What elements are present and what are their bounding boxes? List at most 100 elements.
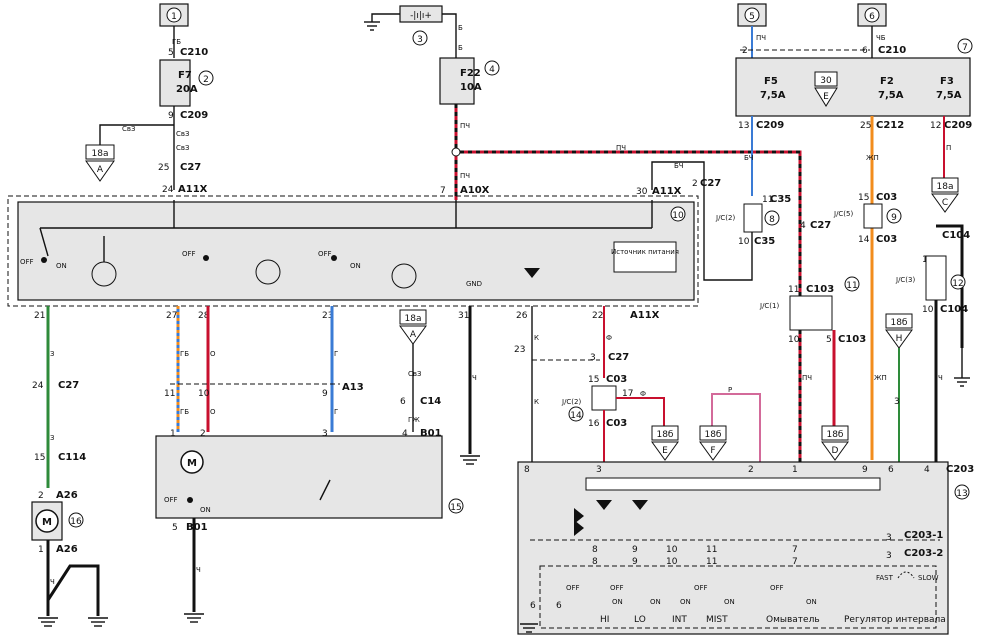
callout-3: [412, 30, 428, 46]
connector-label: C27: [810, 220, 831, 231]
wire-label: ГБ: [172, 38, 181, 46]
lo-label: LO: [634, 615, 646, 625]
pin-label: 3: [590, 353, 596, 363]
callout-10-label: 10: [672, 211, 684, 221]
int-label: INT: [672, 615, 687, 625]
relay-module-10: [17, 201, 695, 301]
fuse-f7-name: F7: [178, 70, 192, 81]
diode: [574, 508, 584, 524]
wire-label: ЧБ: [876, 34, 886, 42]
pin-label: 11: [788, 285, 799, 295]
slow-label: SLOW: [918, 574, 939, 582]
fast-label: FAST: [876, 574, 894, 582]
connector-label: C03: [876, 192, 897, 203]
interval-label: Регулятор интервала: [844, 615, 946, 625]
wire-label: Ф: [606, 334, 612, 342]
relay-pivot: [331, 255, 337, 261]
source-6-label: 6: [869, 12, 875, 22]
wire-label: ПЧ: [460, 122, 470, 130]
callout-2: [198, 70, 214, 86]
ref-30-box: [814, 71, 838, 87]
wiper-motor-15: [155, 435, 443, 519]
off-label: OFF: [182, 250, 196, 258]
pin-label: 7: [440, 186, 446, 196]
source-1-circle: [166, 7, 182, 23]
pin-label: 10: [788, 335, 800, 345]
transistor-3: [391, 263, 417, 289]
ref-E-label: E: [823, 92, 829, 102]
pin-label: 11: [164, 389, 175, 399]
pin-label: 5: [826, 335, 832, 345]
callout-16: [68, 512, 84, 528]
connector-label: C209: [944, 120, 972, 131]
diode: [574, 520, 584, 536]
fuse-f7-rating: 20A: [176, 84, 198, 95]
callout-16-label: 16: [70, 517, 82, 527]
connector-label: A13: [342, 382, 364, 393]
connector-label: C104: [940, 304, 968, 315]
connector-label: C27: [180, 162, 201, 173]
connector-label: C03: [606, 418, 627, 429]
connector-label: C03: [606, 374, 627, 385]
wire-label: Б: [458, 24, 463, 32]
off-label: OFF: [770, 584, 784, 592]
callout-11-label: 11: [846, 281, 857, 291]
pin-label: 15: [34, 453, 45, 463]
connector-label: C210: [878, 45, 906, 56]
off-label: OFF: [694, 584, 708, 592]
pin-label: 4: [402, 429, 408, 439]
ground-5: [520, 623, 538, 633]
wire-r: [711, 393, 761, 462]
callout-14-label: 14: [570, 411, 582, 421]
pin-label: 8: [592, 557, 598, 567]
wire-battery-ground: [371, 13, 400, 22]
wire-label: Ч: [472, 374, 477, 382]
wire-pch-black: [460, 150, 802, 300]
wire-label: БЧ: [674, 162, 684, 170]
wire-label: Б: [458, 44, 463, 52]
wire-label: ГБ: [180, 350, 189, 358]
pin-label: 1: [38, 545, 44, 555]
connector-label: A10X: [460, 185, 490, 196]
jc5-c03-box: [863, 203, 883, 229]
battery-symbol: -|ı|ı+: [410, 11, 432, 21]
connector-label: C203: [946, 464, 974, 475]
wire-label: О: [210, 408, 216, 416]
pin-label: 3: [886, 551, 892, 561]
jc-label: J/C(2): [715, 214, 735, 222]
ref-A-label: A: [97, 165, 104, 175]
pin-label: 3: [894, 397, 900, 407]
callout-8-label: 8: [769, 215, 775, 225]
callout-9-label: 9: [891, 213, 897, 223]
wire-label: Ф: [640, 390, 646, 398]
callout-15-label: 15: [450, 503, 461, 513]
switch-bus: [585, 477, 881, 491]
pin-label: 11: [762, 195, 773, 205]
wire-label: О: [210, 350, 216, 358]
pin-label: 12: [930, 121, 941, 131]
ref-18b-box: [821, 425, 849, 441]
wire-label: Ч: [50, 578, 55, 586]
ref-30-label: 30: [820, 76, 832, 86]
connector-label: A11X: [178, 184, 208, 195]
connector-label: A11X: [630, 310, 660, 321]
pin-label: 4: [924, 465, 930, 475]
on-label: ON: [680, 598, 691, 606]
pin-label: 27: [166, 311, 177, 321]
fuse-f22-box: [439, 57, 475, 105]
off-label: OFF: [610, 584, 624, 592]
pin-label: 24: [32, 381, 44, 391]
wire-label: СвЗ: [176, 130, 190, 138]
fuse-f3-rating: 7,5A: [936, 90, 962, 101]
interval-arc: [897, 571, 915, 579]
pin-label: 2: [200, 429, 206, 439]
pin-label: 2: [38, 491, 44, 501]
pin-label: 28: [198, 311, 210, 321]
fuse-f22-name: F22: [460, 68, 481, 79]
wire-bch-loop: [651, 161, 753, 281]
pin-label: 23: [514, 345, 525, 355]
fuse-f2-name: F2: [880, 76, 894, 87]
ref-18b-box: [885, 313, 913, 329]
jc-label: J/C(2): [561, 398, 581, 406]
ref-18a-box: [931, 177, 959, 193]
